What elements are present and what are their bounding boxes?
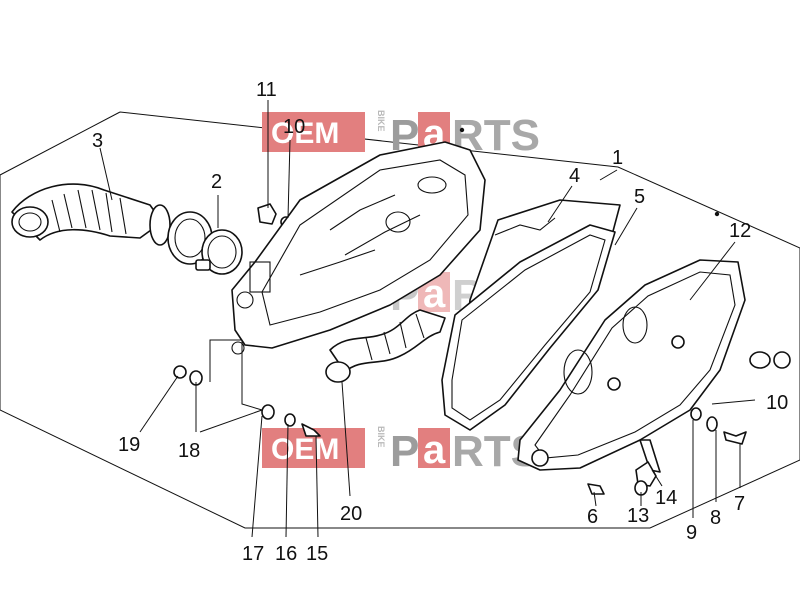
callout-8: 8 [710,507,721,529]
hose-clamp [167,211,243,275]
watermark-a-text: a [423,272,446,316]
callout-17: 17 [242,543,264,565]
intake-duct [11,183,171,246]
watermark-bike-text: BIKE [376,426,386,448]
screw-7 [723,431,747,445]
watermark-bike-text: BIKE [376,110,386,132]
callout-1: 1 [612,147,623,169]
spacer-17 [261,404,275,420]
watermark-p-text: P [390,427,419,476]
leader-lines [99,100,756,538]
callout-18: 18 [178,440,200,462]
callout-14: 14 [655,487,677,509]
callout-11: 11 [256,79,277,101]
callout-7: 7 [734,493,745,515]
callout-10-right: 10 [766,392,788,414]
watermark-oem-text: OEM [271,117,339,150]
washer-9 [690,407,702,421]
breather-hose [325,309,446,383]
callout-19: 19 [118,434,140,456]
callout-2: 2 [211,171,222,193]
watermark-oem-text: OEM [271,433,339,466]
callout-5: 5 [634,186,645,208]
watermark-a-text: a [423,428,446,472]
filter-cover [517,259,746,473]
callout-labels: 1 2 3 4 5 6 7 8 9 10 10 11 12 13 14 15 1… [92,79,788,565]
callout-6: 6 [587,506,598,528]
watermark-top: OEM BIKE P a RTS [262,110,540,160]
watermark-bottom: OEM BIKE P a RTS [262,426,540,476]
callout-3: 3 [92,130,103,152]
screw-6 [587,483,605,495]
screw-15 [301,423,321,437]
nut-19 [173,365,187,379]
callout-13: 13 [627,505,649,527]
drain-plug [749,351,791,369]
callout-4: 4 [569,165,580,187]
gasket [441,224,616,431]
callout-10-top: 10 [283,116,305,138]
washer-16 [284,413,296,427]
washer-8 [706,416,718,432]
clip-part [257,203,277,225]
callout-16: 16 [275,543,297,565]
filter-housing [231,141,486,355]
callout-20: 20 [340,503,362,525]
callout-12: 12 [729,220,751,242]
assembly-frame [0,111,800,529]
callout-15: 15 [306,543,328,565]
callout-9: 9 [686,522,697,544]
